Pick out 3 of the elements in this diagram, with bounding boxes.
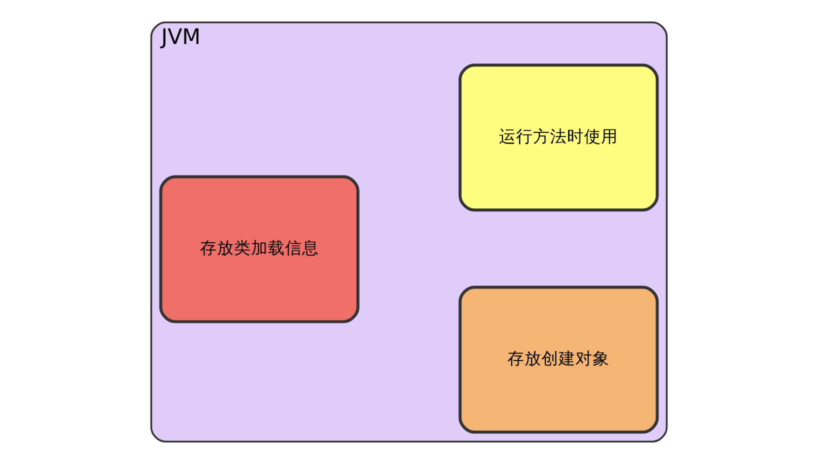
- node-box: 存放创建对象: [458, 286, 659, 434]
- node-box: 运行方法时使用: [458, 64, 659, 212]
- node-box: 存放类加载信息: [159, 175, 360, 324]
